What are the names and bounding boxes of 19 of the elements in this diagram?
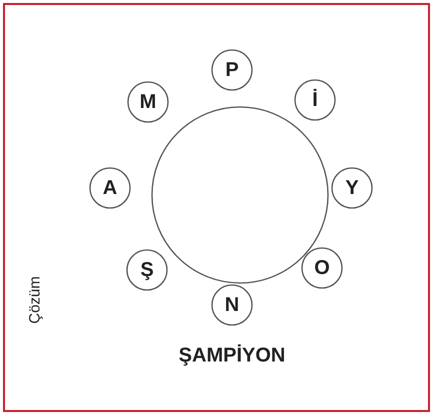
letter-circle xyxy=(211,284,253,326)
answer-word: ŞAMPİYON xyxy=(178,344,286,368)
solution-label: Çözüm xyxy=(26,276,44,324)
letter-circle xyxy=(126,249,168,291)
letter: O xyxy=(313,256,331,280)
letter-circle xyxy=(211,49,253,91)
letter: N xyxy=(224,292,240,318)
letter-circle xyxy=(301,247,343,289)
letter-circle xyxy=(294,79,336,121)
large-circle xyxy=(151,106,329,284)
letter: Ş xyxy=(139,258,155,282)
letter: A xyxy=(102,176,118,200)
letter: Y xyxy=(344,176,360,200)
letter: İ xyxy=(311,88,319,112)
letter-circle xyxy=(89,167,131,209)
letter-circle xyxy=(331,167,373,209)
letter-circle xyxy=(127,81,169,123)
letter: M xyxy=(138,90,158,114)
letter: P xyxy=(224,58,240,82)
